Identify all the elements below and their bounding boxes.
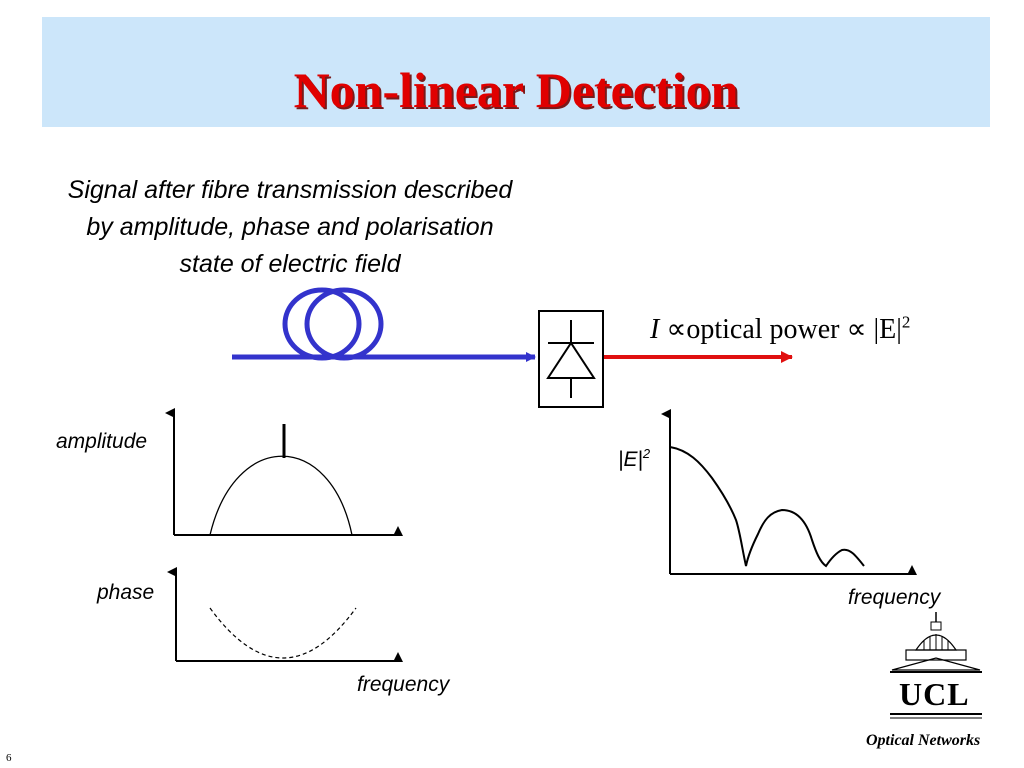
power-spectrum-plot <box>661 409 917 575</box>
fibre-coil-icon <box>232 287 536 362</box>
description-line-2: by amplitude, phase and polarisation <box>86 213 494 241</box>
frequency-axis-label-right: frequency <box>848 586 941 609</box>
ucl-logo-text: UCL <box>899 676 970 712</box>
amplitude-plot <box>165 408 403 536</box>
formula-text: optical power ∝ |E| <box>686 314 902 345</box>
phase-axis-label: phase <box>97 581 155 604</box>
signal-description: Signal after fibre transmission describe… <box>20 172 560 283</box>
proportional-symbol: ∝ <box>659 314 687 345</box>
detection-formula: I ∝optical power ∝ |E|2 <box>650 312 910 346</box>
photodiode-icon <box>538 310 604 408</box>
description-line-1: Signal after fibre transmission describe… <box>67 176 513 204</box>
current-symbol: I <box>650 314 660 345</box>
frequency-axis-label-left: frequency <box>357 673 450 696</box>
formula-exponent: 2 <box>901 312 911 332</box>
ucl-dome-logo <box>890 612 982 719</box>
e-squared-axis-label: |E|2 <box>618 446 650 472</box>
e-squared-exponent: 2 <box>642 446 651 461</box>
slide-number: 6 <box>6 752 12 764</box>
title-bar: Non-linear Detection <box>42 17 990 127</box>
slide-title: Non-linear Detection <box>293 62 739 118</box>
footer-brand: Optical Networks <box>866 732 981 749</box>
description-line-3: state of electric field <box>179 250 401 278</box>
amplitude-axis-label: amplitude <box>56 430 148 453</box>
e-squared-text: |E| <box>618 448 643 471</box>
phase-plot <box>167 567 403 662</box>
